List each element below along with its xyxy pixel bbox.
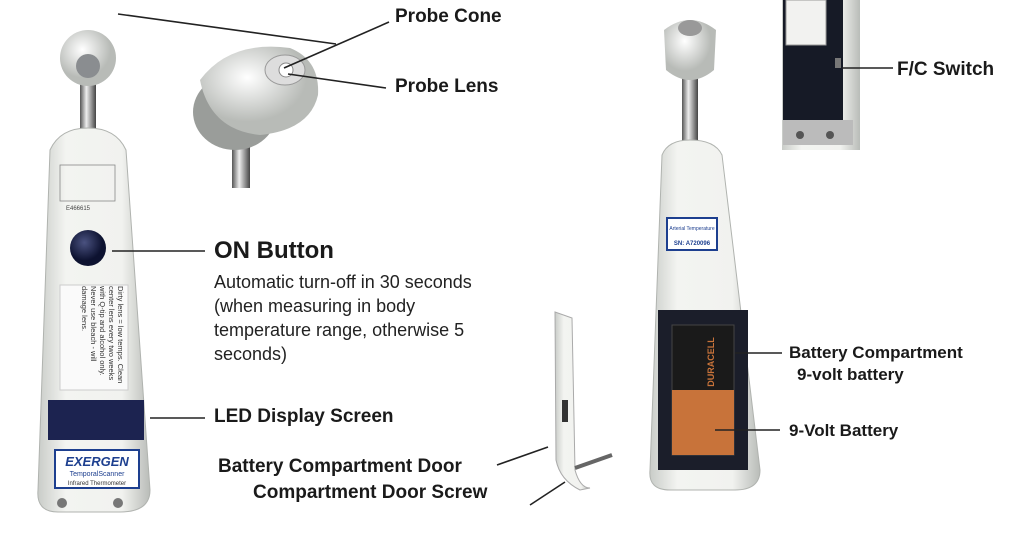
label-battery-door: Battery Compartment Door: [218, 456, 462, 477]
probe-closeup: [193, 46, 319, 188]
product-type: Infrared Thermometer: [68, 481, 126, 487]
label-9-volt-battery: 9-Volt Battery: [789, 421, 899, 440]
label-battery-compartment: Battery Compartment: [789, 343, 963, 362]
brand-name: EXERGEN: [65, 454, 129, 469]
lens-warning-label: Dirty lens = low temps. Clean center len…: [80, 286, 125, 384]
serial-label: SN: A720096: [674, 241, 711, 247]
label-on-button: ON Button: [214, 237, 334, 264]
label-door-screw: Compartment Door Screw: [253, 482, 488, 503]
label-fc-switch: F/C Switch: [897, 59, 995, 80]
leader-lines: [112, 13, 893, 506]
fc-switch-inset: [782, 0, 860, 150]
label-led-display: LED Display Screen: [214, 406, 394, 427]
product-name: TemporalScanner: [70, 471, 126, 478]
door-screw-graphic: [574, 453, 613, 470]
battery-copper: [672, 390, 734, 455]
led-screen-graphic: [48, 400, 144, 440]
on-button-description: Automatic turn-off in 30 seconds (when m…: [214, 272, 472, 364]
label-probe-lens: Probe Lens: [395, 76, 499, 97]
label-probe-cone: Probe Cone: [395, 6, 502, 27]
serial-heading: Arterial Temperature: [669, 226, 714, 232]
on-button-graphic: [70, 230, 106, 266]
left-thermometer: E466615 EXERGEN TemporalScanner Infrared…: [37, 30, 151, 513]
battery-door: [554, 311, 613, 491]
right-thermometer: Arterial Temperature SN: A720096 DURACEL…: [649, 20, 761, 491]
label-battery-compartment-sub: 9-volt battery: [797, 365, 904, 384]
cert-code: E466615: [66, 206, 91, 212]
battery-brand: DURACELL: [706, 337, 716, 387]
brand-label: [54, 449, 140, 489]
